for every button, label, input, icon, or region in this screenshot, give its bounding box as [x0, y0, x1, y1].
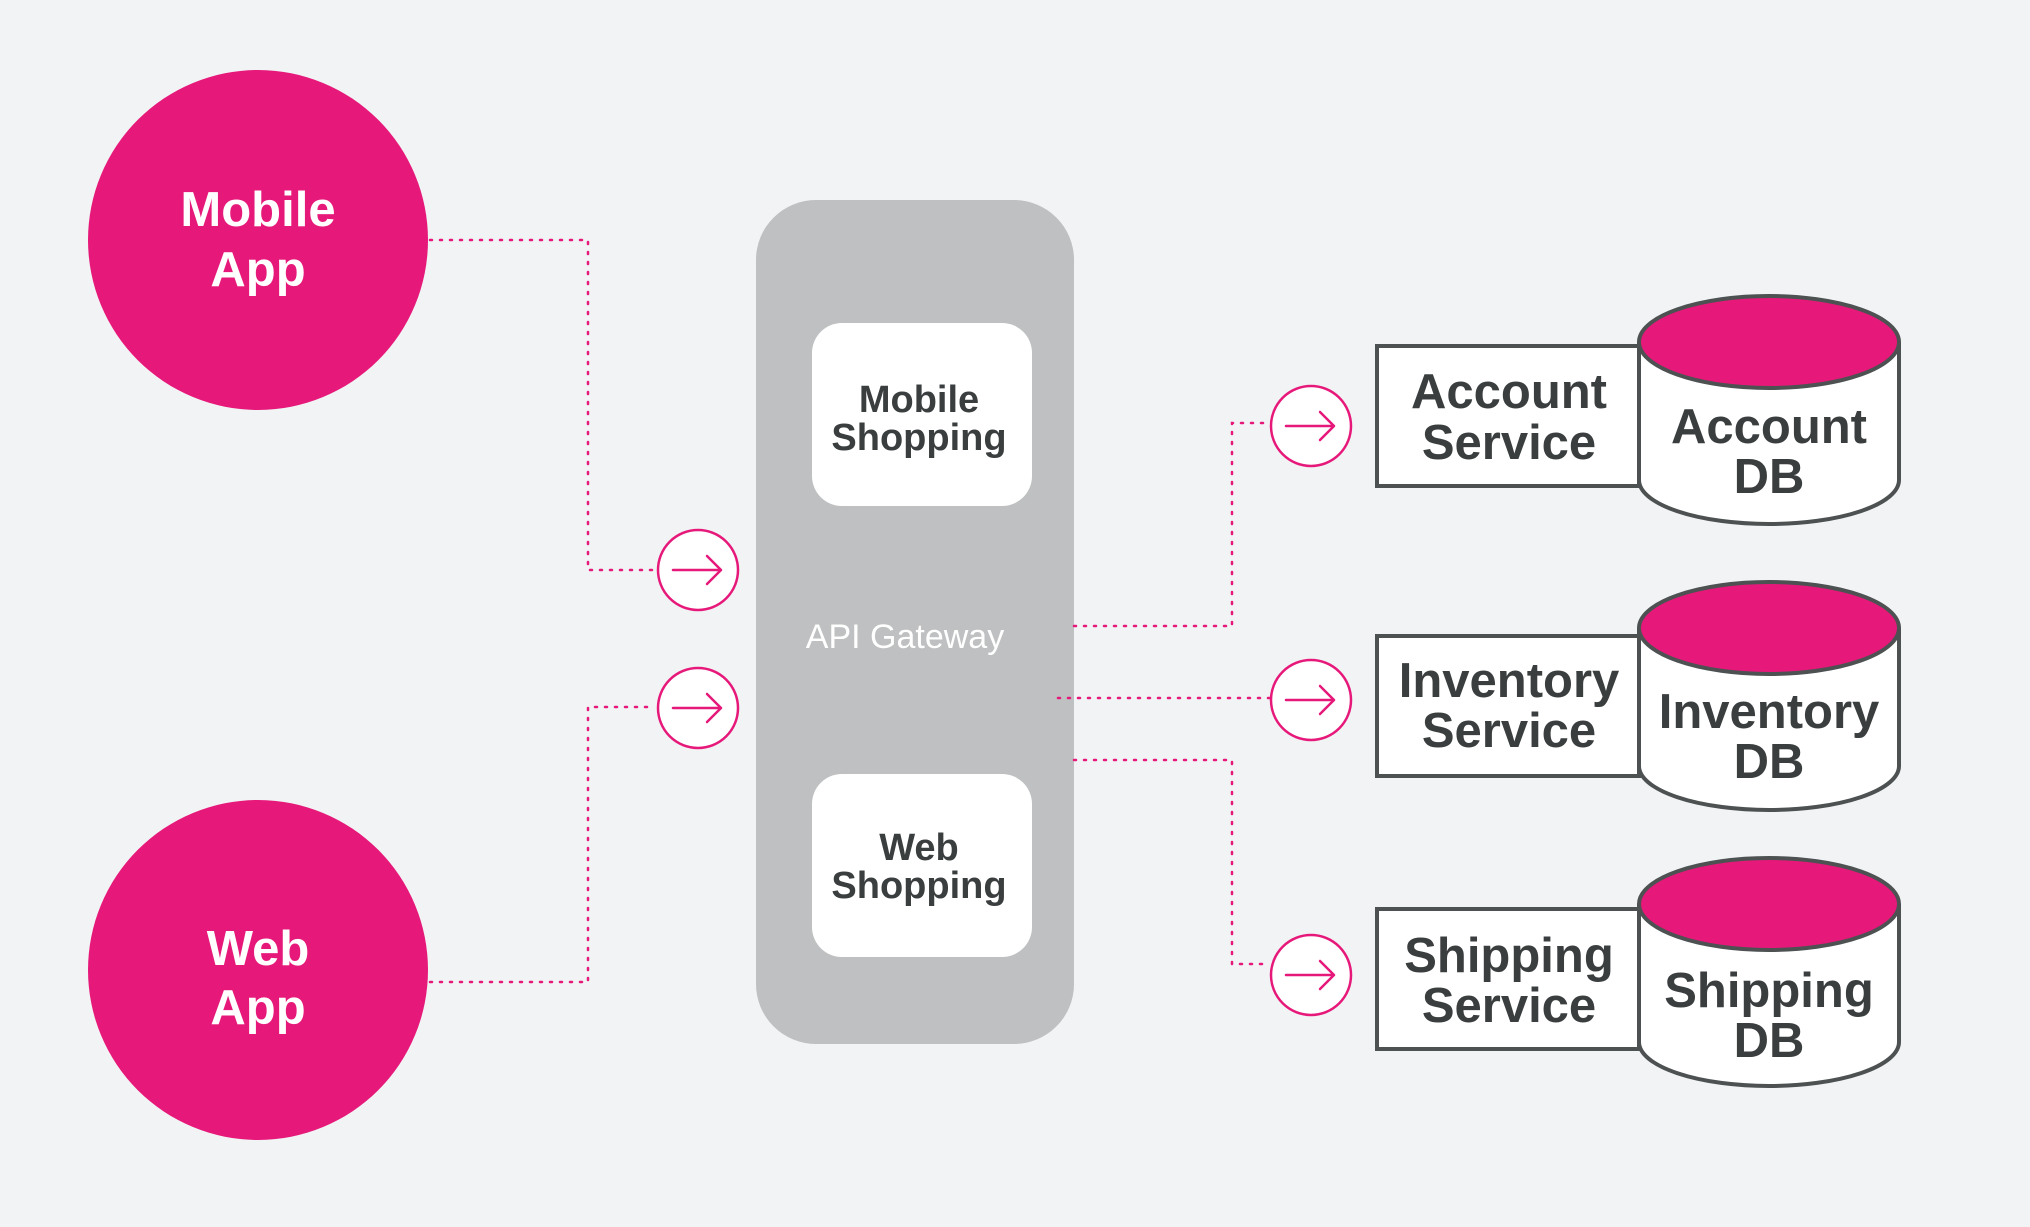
- web-shopping-card: Web Shopping: [812, 774, 1032, 957]
- client-web-app-circle: [88, 800, 428, 1140]
- account-db-label-line2: DB: [1734, 450, 1805, 504]
- connector-gateway-to-account: [1072, 421, 1272, 628]
- web-shopping-label-line1: Web: [879, 827, 959, 869]
- arrow-right-circle-icon: [656, 528, 740, 612]
- connector-gateway-to-shipping: [1072, 758, 1272, 966]
- client-mobile-app-label-line1: Mobile: [180, 183, 335, 237]
- client-mobile-app-label-line2: App: [210, 243, 305, 297]
- mobile-shopping-label-line2: Shopping: [831, 417, 1006, 459]
- connector-web-to-gateway: [428, 705, 657, 984]
- mobile-shopping-label-line1: Mobile: [859, 379, 979, 421]
- shipping-db-top: [1637, 856, 1901, 952]
- client-mobile-app: Mobile App: [88, 70, 428, 410]
- inventory-db-top: [1637, 580, 1901, 676]
- inventory-service-label-line2: Service: [1422, 704, 1596, 758]
- arrow-right-circle-icon: [656, 666, 740, 750]
- arrow-right-circle-icon: [1269, 933, 1353, 1017]
- database-cylinder-icon: [1637, 628, 1901, 812]
- inventory-service-label-line1: Inventory: [1399, 654, 1620, 708]
- connectors: [428, 238, 1272, 984]
- client-mobile-app-circle: [88, 70, 428, 410]
- api-gateway: Mobile Shopping API Gateway Web Shopping: [756, 200, 1074, 1044]
- account-service-box: [1375, 344, 1641, 488]
- account-db-label-line1: Account: [1671, 400, 1867, 454]
- account-service-label-line1: Account: [1411, 365, 1607, 419]
- api-gateway-label: API Gateway: [806, 618, 1004, 656]
- account-db: Account DB: [1637, 294, 1901, 526]
- mobile-shopping-card-box: [812, 323, 1032, 506]
- inventory-db-label-line2: DB: [1734, 735, 1805, 789]
- inventory-db-label-line1: Inventory: [1659, 685, 1880, 739]
- shipping-service-label-line1: Shipping: [1404, 929, 1614, 983]
- connector-mobile-to-gateway: [428, 238, 657, 572]
- inventory-db: Inventory DB: [1637, 580, 1901, 812]
- web-shopping-label-line2: Shopping: [831, 865, 1006, 907]
- database-cylinder-icon: [1637, 904, 1901, 1088]
- arrow-right-circle-icon: [1269, 384, 1353, 468]
- shipping-service-label-line2: Service: [1422, 979, 1596, 1033]
- account-service-label-line2: Service: [1422, 416, 1596, 470]
- client-web-app: Web App: [88, 800, 428, 1140]
- web-shopping-card-box: [812, 774, 1032, 957]
- shipping-db-label-line1: Shipping: [1664, 964, 1874, 1018]
- shipping-service-box: [1375, 907, 1641, 1051]
- arrow-right-circle-icon: [1269, 658, 1353, 742]
- client-web-app-label-line2: App: [210, 981, 305, 1035]
- shipping-db: Shipping DB: [1637, 856, 1901, 1088]
- shipping-service: Shipping Service: [1375, 907, 1641, 1051]
- account-db-top: [1637, 294, 1901, 390]
- shipping-db-label-line2: DB: [1734, 1014, 1805, 1068]
- client-web-app-label-line1: Web: [207, 922, 310, 976]
- database-cylinder-icon: [1637, 342, 1901, 526]
- inventory-service-box: [1375, 634, 1641, 778]
- account-service: Account Service: [1375, 344, 1641, 488]
- mobile-shopping-card: Mobile Shopping: [812, 323, 1032, 506]
- inventory-service: Inventory Service: [1375, 634, 1641, 778]
